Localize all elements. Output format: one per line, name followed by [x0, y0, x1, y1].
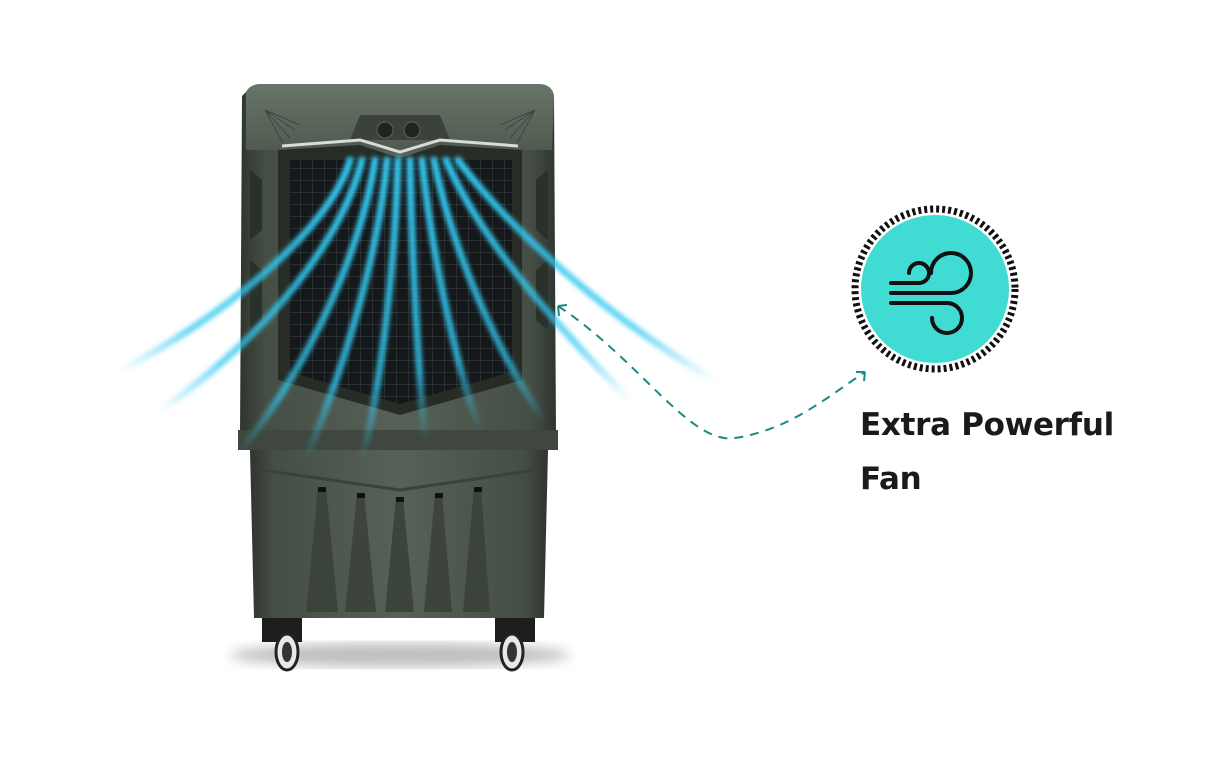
feature-title-line2: Fan: [860, 461, 922, 497]
feature-badge: [851, 205, 1019, 373]
feature-title: Extra Powerful Fan: [860, 398, 1160, 506]
airflow-streaks: [116, 156, 719, 464]
connector-arrow: [557, 304, 866, 440]
wind-icon: [889, 251, 973, 335]
wheel-right: [495, 612, 535, 672]
feature-title-line1: Extra Powerful: [860, 407, 1114, 443]
